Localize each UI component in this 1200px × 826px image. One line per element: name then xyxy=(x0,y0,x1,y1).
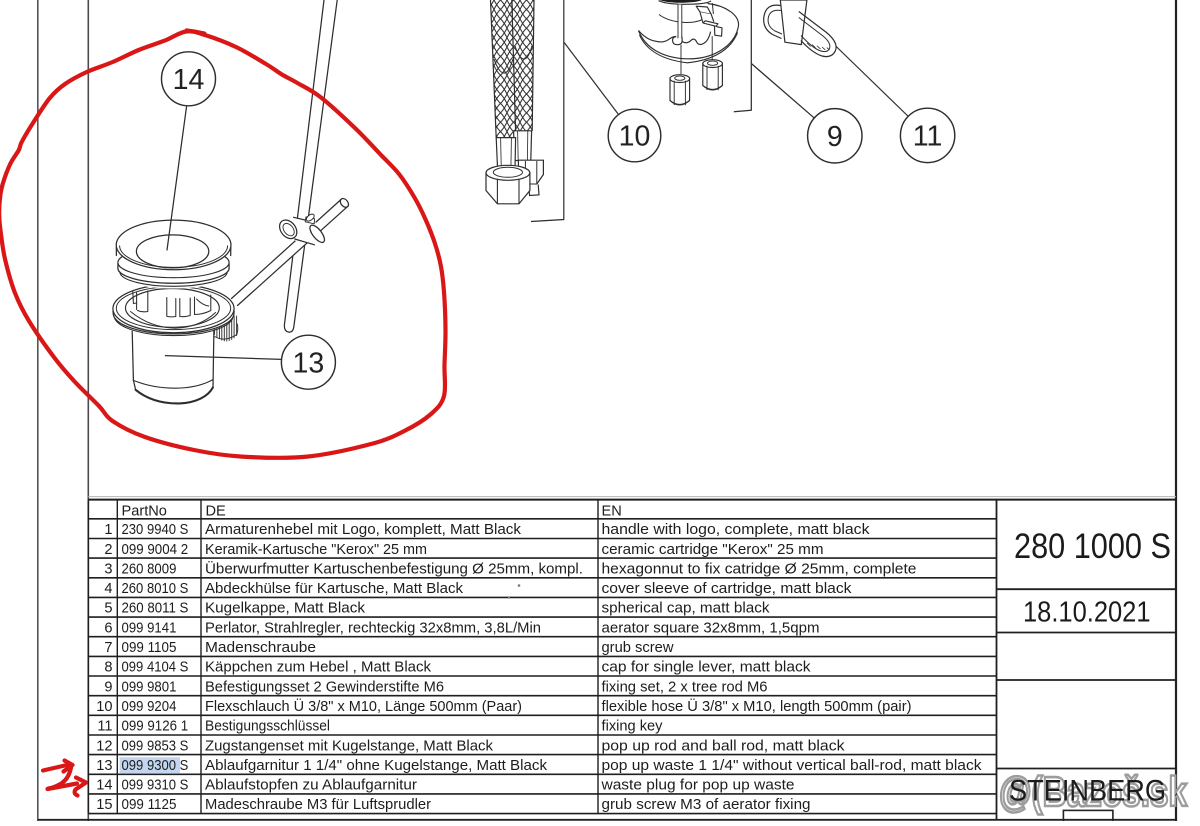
svg-text:Perlator, Strahlregler, rechte: Perlator, Strahlregler, rechteckig 32x8m… xyxy=(205,620,541,636)
svg-text:hexagonnut to fix catridge Ø 2: hexagonnut to fix catridge Ø 25mm, compl… xyxy=(602,561,917,577)
svg-text:260 8010 S: 260 8010 S xyxy=(122,581,189,597)
svg-text:grub screw M3 of aerator fixin: grub screw M3 of aerator fixing xyxy=(602,797,811,813)
svg-text:099 9204: 099 9204 xyxy=(122,699,177,715)
svg-text:cap for single lever, matt bla: cap for single lever, matt black xyxy=(602,660,812,676)
svg-text:230 9940 S: 230 9940 S xyxy=(122,522,189,538)
svg-text:5: 5 xyxy=(104,601,112,617)
svg-text:fixing key: fixing key xyxy=(602,719,664,735)
svg-text:Zugstangenset mit Kugelstange,: Zugstangenset mit Kugelstange, Matt Blac… xyxy=(205,738,494,754)
svg-text:099 1105: 099 1105 xyxy=(122,640,177,656)
svg-text:14: 14 xyxy=(96,778,112,794)
svg-text:099 4104 S: 099 4104 S xyxy=(122,660,189,676)
svg-text:099 9126 1: 099 9126 1 xyxy=(122,719,189,735)
svg-text:aerator square 32x8mm, 1,5qpm: aerator square 32x8mm, 1,5qpm xyxy=(602,620,820,636)
svg-text:8: 8 xyxy=(104,660,112,676)
svg-text:099 9300 S: 099 9300 S xyxy=(122,758,189,774)
svg-text:Käppchen zum Hebel , Matt Blac: Käppchen zum Hebel , Matt Black xyxy=(205,660,432,676)
svg-text:STEINBERG: STEINBERG xyxy=(1009,774,1166,807)
svg-text:Abdeckhülse für Kartusche, Mat: Abdeckhülse für Kartusche, Matt Black xyxy=(205,581,464,597)
svg-text:15: 15 xyxy=(96,797,112,813)
svg-text:EN: EN xyxy=(602,504,622,520)
svg-text:2: 2 xyxy=(104,542,112,558)
svg-text:11: 11 xyxy=(97,719,112,735)
svg-text:10: 10 xyxy=(96,699,112,715)
svg-text:ceramic cartridge "Kerox" 25 m: ceramic cartridge "Kerox" 25 mm xyxy=(602,542,824,558)
svg-text:18.10.2021: 18.10.2021 xyxy=(1023,597,1151,629)
svg-text:099 9310 S: 099 9310 S xyxy=(122,778,189,794)
svg-text:260 8009: 260 8009 xyxy=(122,561,177,577)
svg-text:cover sleeve of cartridge, mat: cover sleeve of cartridge, matt black xyxy=(602,581,853,597)
svg-text:1: 1 xyxy=(104,522,112,538)
svg-text:@(Bazoš.sk: @(Bazoš.sk xyxy=(999,768,1188,815)
svg-text:spherical cap, matt black: spherical cap, matt black xyxy=(602,601,771,617)
svg-text:waste plug for pop up waste: waste plug for pop up waste xyxy=(600,778,794,794)
svg-text:7: 7 xyxy=(104,640,112,656)
svg-text:13: 13 xyxy=(293,347,325,379)
svg-text:pop up rod and ball rod, matt: pop up rod and ball rod, matt black xyxy=(602,738,846,754)
svg-text:12: 12 xyxy=(96,738,112,754)
svg-text:Befestigungsset 2 Gewinderstif: Befestigungsset 2 Gewinderstifte M6 xyxy=(205,679,444,695)
svg-text:099 9853 S: 099 9853 S xyxy=(122,738,189,754)
svg-text:Überwurfmutter Kartuschenbefes: Überwurfmutter Kartuschenbefestigung Ø 2… xyxy=(205,559,583,577)
svg-text:Madenschraube: Madenschraube xyxy=(205,640,316,656)
svg-text:11: 11 xyxy=(913,121,943,153)
svg-text:Ablaufgarnitur 1 1/4" ohne Kug: Ablaufgarnitur 1 1/4" ohne Kugelstange, … xyxy=(205,758,548,774)
svg-text:fixing set, 2 x tree rod M6: fixing set, 2 x tree rod M6 xyxy=(602,679,768,695)
svg-text:099 9801: 099 9801 xyxy=(122,679,177,695)
svg-text:Kugelkappe, Matt Black: Kugelkappe, Matt Black xyxy=(205,601,366,617)
svg-text:13: 13 xyxy=(96,758,112,774)
svg-text:099 9004 2: 099 9004 2 xyxy=(122,542,189,558)
svg-text:Armaturenhebel mit Logo, kompl: Armaturenhebel mit Logo, komplett, Matt … xyxy=(205,522,522,538)
svg-text:099 9141: 099 9141 xyxy=(122,620,177,636)
svg-text:6: 6 xyxy=(104,620,112,636)
svg-text:280 1000 S: 280 1000 S xyxy=(1014,527,1171,566)
svg-text:9: 9 xyxy=(827,121,843,153)
svg-text:pop up waste 1 1/4" without ve: pop up waste 1 1/4" without vertical bal… xyxy=(602,758,983,774)
svg-text:Ablaufstopfen zu Ablaufgarnitu: Ablaufstopfen zu Ablaufgarnitur xyxy=(205,778,417,794)
svg-text:Flexschlauch Ü 3/8" x M10, Län: Flexschlauch Ü 3/8" x M10, Länge 500mm (… xyxy=(205,697,522,715)
svg-text:PartNo: PartNo xyxy=(122,504,167,520)
svg-text:260 8011 S: 260 8011 S xyxy=(122,601,189,617)
svg-text:Bestigungsschlüssel: Bestigungsschlüssel xyxy=(205,719,330,735)
svg-text:handle with logo, complete, ma: handle with logo, complete, matt black xyxy=(602,522,871,538)
svg-text:10: 10 xyxy=(619,121,651,153)
svg-text:4: 4 xyxy=(104,581,112,597)
svg-text:Madeschraube M3 für Luftsprudl: Madeschraube M3 für Luftsprudler xyxy=(205,797,431,813)
svg-text:14: 14 xyxy=(173,64,205,96)
svg-text:Keramik-Kartusche "Kerox" 25 m: Keramik-Kartusche "Kerox" 25 mm xyxy=(205,542,427,558)
svg-text:099 1125: 099 1125 xyxy=(122,797,177,813)
svg-text:grub screw: grub screw xyxy=(602,640,674,656)
svg-text:DE: DE xyxy=(206,504,227,520)
svg-text:3: 3 xyxy=(104,561,112,577)
svg-text:flexible hose Ü 3/8" x M10, le: flexible hose Ü 3/8" x M10, length 500mm… xyxy=(602,697,912,715)
svg-text:9: 9 xyxy=(104,679,112,695)
